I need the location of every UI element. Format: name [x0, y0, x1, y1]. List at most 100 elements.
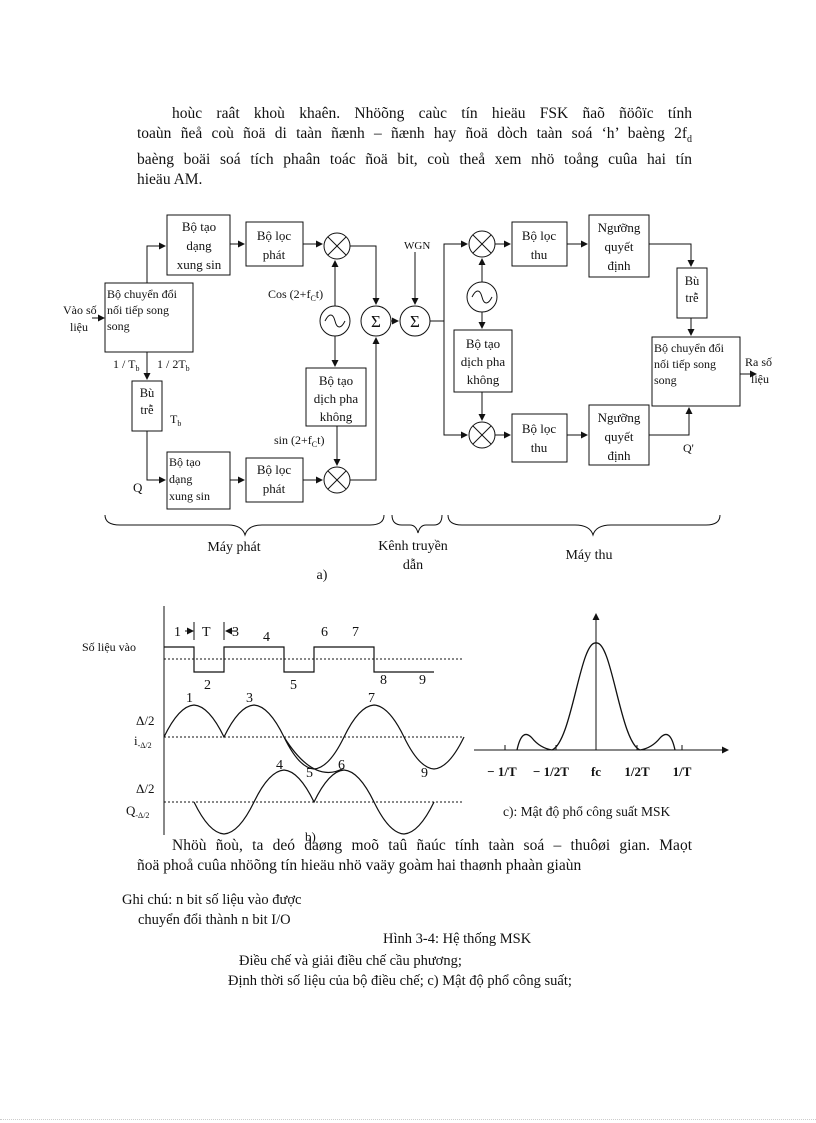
rate2-label: 1 / 2Tb	[157, 357, 190, 373]
i-peak-7: 7	[368, 691, 375, 706]
lpf-top-block	[245, 221, 304, 267]
num-8: 8	[380, 673, 387, 688]
paragraph-1-line-2: toaùn ñeå coù ñoä di taàn ñænh – ñænh ha…	[137, 125, 692, 146]
num-T: T	[202, 625, 211, 640]
phase-shift-rx-block	[453, 329, 513, 393]
lpf-rx-bottom-block	[511, 413, 568, 463]
tx-multiplier-bottom	[323, 466, 351, 494]
q-axis-label: Q-Δ/2	[126, 803, 149, 820]
overlap-b-label: b)	[305, 829, 316, 844]
num-1: 1	[174, 625, 181, 640]
page-bottom-rule	[0, 1119, 816, 1120]
figure-title: Hình 3-4: Hệ thống MSK	[383, 931, 532, 947]
delay-rx-block	[676, 267, 708, 319]
threshold-top-block	[588, 214, 650, 278]
num-9: 9	[419, 673, 426, 688]
num-2: 2	[204, 678, 211, 693]
ps-converter-block	[651, 336, 741, 407]
tick-neg-1-over-2T: − 1/2T	[533, 764, 569, 779]
spectrum-curve	[516, 642, 676, 751]
num-4: 4	[263, 630, 270, 645]
lpf-rx-top-block	[511, 221, 568, 267]
sin-shaper-bottom-block	[166, 451, 231, 510]
tick-neg-1-over-T: − 1/T	[487, 764, 517, 779]
delta-i-label: Δ/2	[136, 713, 154, 728]
data-waveform	[164, 646, 434, 673]
rx-oscillator	[466, 281, 498, 313]
q-label: Q	[133, 480, 143, 495]
i-axis-label: i-Δ/2	[134, 733, 152, 750]
i-peak-1: 1	[186, 691, 193, 706]
paragraph-1-line-3: baèng boäi soá tích phaân toác ñoä bit, …	[137, 151, 692, 169]
threshold-bottom-block	[588, 404, 650, 466]
timing-b-text: Số liệu vào 1 T 3 4 6 7 2 5 8 9 Δ/2 i-Δ/…	[82, 625, 428, 820]
note-line-1: Ghi chú: n bit số liệu vào được	[122, 892, 302, 908]
q-peak-5: 5	[306, 766, 313, 781]
lpf-bottom-block	[245, 457, 304, 503]
spectrum-c	[474, 613, 729, 754]
tick-1-over-2T: 1/2T	[624, 764, 650, 779]
spectrum-c-text: − 1/T − 1/2T fc 1/2T 1/T c): Mật độ phổ …	[487, 764, 691, 819]
tick-fc: fc	[591, 764, 601, 779]
sp-converter-block	[104, 282, 194, 353]
channel-summer-label: Σ	[410, 312, 420, 331]
transmitter-label: Máy phát	[207, 540, 260, 555]
paragraph-2: Nhöù ñoù, ta deó daøng moõ taû ñaúc tính…	[137, 836, 692, 876]
q-peak-4: 4	[276, 758, 283, 773]
figure-caption-bc: Định thời số liệu của bộ điều chế; c) Mậ…	[228, 973, 572, 989]
data-input-label: Số liệu vào	[82, 640, 136, 654]
num-6: 6	[321, 625, 328, 640]
tx-multiplier-top	[323, 232, 351, 260]
rx-multiplier-top	[468, 230, 496, 258]
num-3: 3	[232, 625, 239, 640]
diagram-a	[92, 214, 757, 537]
receiver-label: Máy thu	[565, 548, 612, 563]
sin-shaper-top-block	[166, 214, 231, 276]
i-waveform	[163, 704, 465, 773]
paragraph-1-line-4: hieäu AM.	[137, 171, 203, 189]
tick-1-over-T: 1/T	[673, 764, 692, 779]
phase-shift-tx-block	[305, 367, 367, 427]
q-peak-9: 9	[421, 766, 428, 781]
i-peak-3: 3	[246, 691, 253, 706]
tx-summer-label: Σ	[371, 312, 381, 331]
tb-label: Tb	[170, 412, 181, 428]
paragraph-2-line-2: ñoä phoå cuûa nhöõng tín hieäu nhö vaäy …	[137, 857, 582, 874]
num-7: 7	[352, 625, 359, 640]
caption-a: a)	[317, 568, 328, 583]
cos-label: Cos (2+fCt)	[268, 287, 323, 303]
brace-receiver	[447, 514, 721, 537]
note-line-2: chuyển đổi thành n bit I/O	[138, 912, 291, 928]
tx-oscillator	[319, 305, 351, 337]
figure-caption-a: Điều chế và giải điều chế cầu phương;	[239, 953, 462, 969]
qprime-label: Q'	[683, 441, 694, 455]
caption-c: c): Mật độ phổ công suất MSK	[503, 804, 670, 819]
num-5: 5	[290, 678, 297, 693]
paragraph-1-line-1: hoùc raât khoù khaên. Nhöõng caùc tín hi…	[172, 105, 692, 122]
paragraph-1: hoùc raât khoù khaên. Nhöõng caùc tín hi…	[137, 104, 692, 190]
delta-q-label: Δ/2	[136, 781, 154, 796]
timing-b	[163, 606, 465, 835]
q-peak-6: 6	[338, 758, 345, 773]
wgn-label: WGN	[404, 240, 430, 252]
q-waveform	[193, 769, 435, 835]
paragraph-2-line-1: Nhöù ñoù, ta deó daøng moõ taû ñaúc tính…	[172, 837, 692, 854]
rate1-label: 1 / Tb	[113, 357, 139, 373]
